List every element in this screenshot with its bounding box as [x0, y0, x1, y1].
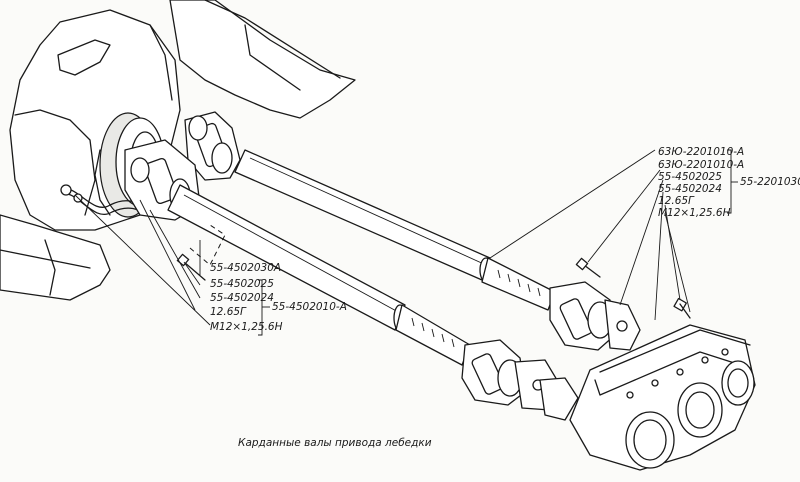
left-callout-3: 55-4502024 — [210, 292, 274, 304]
right-group-label: 55-2201030 — [740, 176, 800, 188]
upper-shaft — [184, 111, 641, 351]
right-callout-6: М12×1,25.6Н — [658, 207, 731, 219]
figure-caption: Карданные валы привода лебедки — [238, 437, 432, 449]
right-callout-1: 63Ю-2201010-А — [658, 146, 744, 158]
right-callout-5: 12.65Г — [658, 195, 695, 207]
lower-shaft — [124, 139, 579, 421]
left-callout-group: 55-4502030А 55-4502025 55-4502024 12.65Г… — [210, 262, 347, 333]
left-group-label: 55-4502010-А — [272, 301, 347, 313]
left-callout-1: 55-4502030А — [210, 262, 281, 274]
right-callout-3: 55-4502025 — [658, 171, 722, 183]
left-callout-5: М12×1,25.6Н — [210, 321, 283, 333]
left-callout-4: 12.65Г — [210, 306, 247, 318]
right-callout-4: 55-4502024 — [658, 183, 722, 195]
leader-lines — [74, 149, 738, 336]
gearbox — [569, 324, 756, 471]
right-callout-group: 63Ю-2201010-А 63Ю-2201010-А 55-4502025 5… — [658, 146, 800, 219]
left-callout-2: 55-4502025 — [210, 278, 274, 290]
right-callout-2: 63Ю-2201010-А — [658, 159, 744, 171]
